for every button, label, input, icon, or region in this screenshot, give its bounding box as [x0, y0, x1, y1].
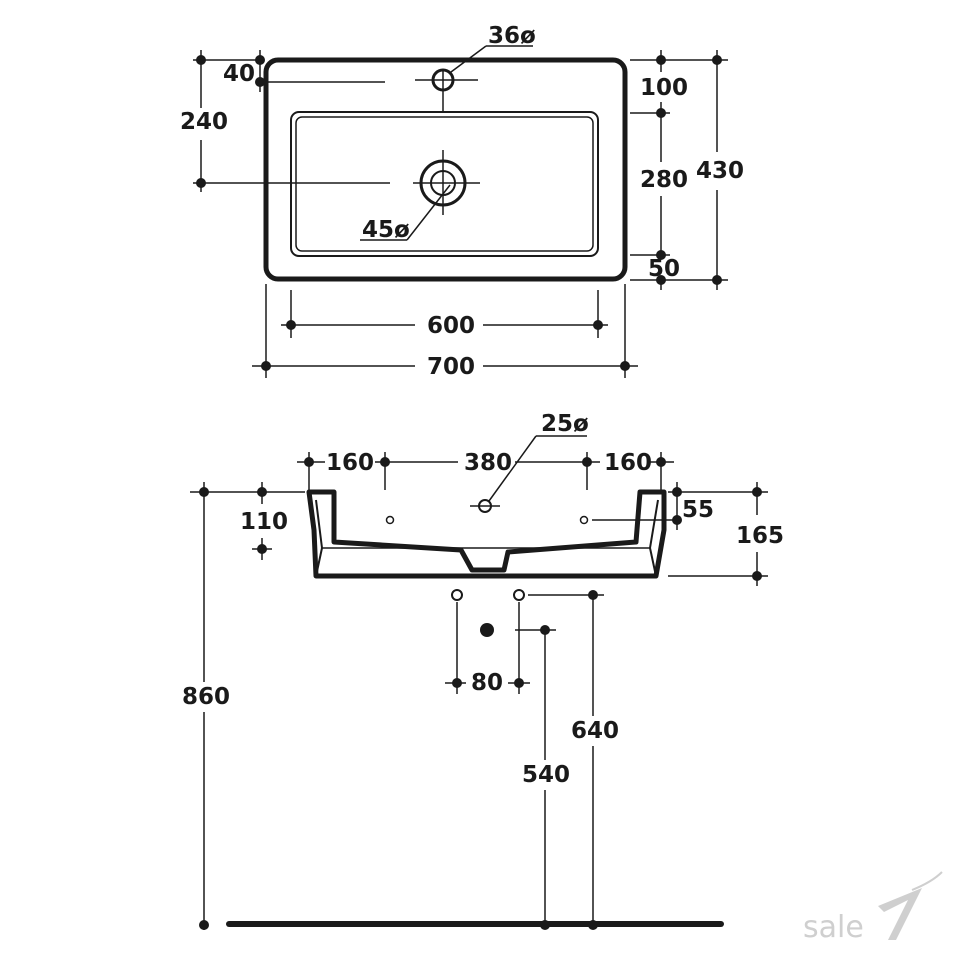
label-50: 50 [648, 256, 680, 282]
basin-bowl-inner [295, 116, 594, 252]
label-380: 380 [464, 450, 512, 476]
label-100: 100 [640, 75, 688, 101]
fixing-hole-right [579, 515, 589, 525]
waste-outlet [480, 623, 494, 637]
label-600: 600 [427, 313, 475, 339]
label-640: 640 [571, 718, 619, 744]
floor-line [226, 921, 724, 927]
drain-leader [406, 184, 451, 241]
basin-outline [263, 57, 628, 282]
label-36-diameter: 36ø [488, 23, 536, 49]
label-430: 430 [696, 158, 744, 184]
front-view-dimension-dots [199, 457, 762, 930]
label-80: 80 [471, 670, 503, 696]
tap-leader [450, 45, 487, 73]
label-55: 55 [682, 497, 714, 523]
water-inlet-left [451, 589, 463, 601]
label-700: 700 [427, 354, 475, 380]
label-165: 165 [736, 523, 784, 549]
label-860: 860 [182, 684, 230, 710]
label-160-left: 160 [326, 450, 374, 476]
label-110: 110 [240, 509, 288, 535]
watermark: sale [803, 871, 943, 945]
water-inlet-right [513, 589, 525, 601]
watermark-text: sale [803, 910, 864, 945]
overflow-leader [488, 435, 537, 502]
label-240: 240 [180, 109, 228, 135]
top-view-dimension-dots [196, 55, 722, 371]
fixing-hole-left [385, 515, 395, 525]
label-280: 280 [640, 167, 688, 193]
basin-front-outer [306, 489, 667, 579]
label-40: 40 [223, 61, 255, 87]
label-160-right: 160 [604, 450, 652, 476]
label-540: 540 [522, 762, 570, 788]
basin-bowl-outer [290, 111, 599, 257]
watermark-logo-icon [878, 888, 922, 940]
label-25-diameter: 25ø [541, 411, 589, 437]
label-45-diameter: 45ø [362, 217, 410, 243]
